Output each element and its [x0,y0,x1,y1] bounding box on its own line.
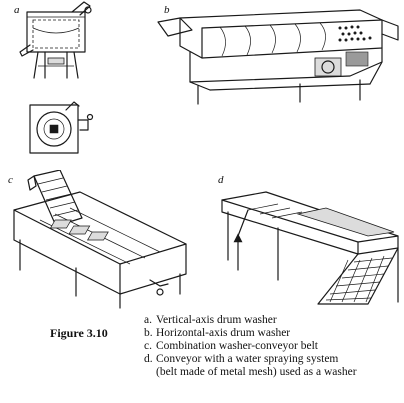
drive-wheel-icon [321,60,335,74]
drain-valve-icon [156,288,164,296]
washer-conveyor-drawing [13,170,187,309]
drum-outline [32,19,80,49]
drum-body [179,9,383,59]
caption-list: a. Vertical-axis drum washer b. Horizont… [144,314,357,379]
caption-text: Horizontal-axis drum washer [156,327,291,339]
caption-item-a: a. Vertical-axis drum washer [144,314,357,327]
caption-text: Vertical-axis drum washer [156,314,277,326]
motor-box [47,57,65,65]
caption-letter: a. [144,314,152,326]
caption-text: Conveyor with a water spraying system [156,353,339,365]
spray-conveyor-drawing [221,191,399,305]
water-tank [189,47,383,83]
gear-box [345,51,369,67]
inclined-conveyor [33,170,83,227]
top-view-tank [29,104,79,154]
drum-perforations [338,25,372,42]
panel-d-spray-conveyor: d [208,170,404,310]
panel-b-label: b [164,4,170,16]
washer-tank [26,11,86,53]
caption-letter: b. [144,327,153,339]
spray-hood [296,207,395,237]
infeed-chute [157,17,193,37]
motor-housing [314,57,342,77]
caption-text-continued: (belt made of metal mesh) used as a wash… [156,366,357,378]
figure-title: Figure 3.10 [50,326,108,340]
figure-caption: Figure 3.10 a. Vertical-axis drum washer… [0,314,404,403]
caption-text: Combination washer-conveyor belt [156,340,319,352]
panel-a-vertical-drum-washer: a [0,0,110,160]
crank-icon [84,6,92,14]
caption-item-d: d. Conveyor with a water spraying system… [144,353,357,379]
metal-mesh-belt [325,255,393,303]
caption-letter: c. [144,340,152,352]
panel-b-horizontal-drum-washer: b [150,0,404,110]
water-inlet-arrow-icon [233,233,243,243]
vertical-drum-washer-drawing [19,1,94,154]
caption-item-c: c. Combination washer-conveyor belt [144,340,357,353]
panel-a-label: a [14,4,20,16]
drum-top-view [36,111,72,147]
caption-letter: d. [144,353,153,365]
caption-item-b: b. Horizontal-axis drum washer [144,327,357,340]
horizontal-drum-washer-drawing [157,9,399,105]
panel-c-label: c [8,174,13,186]
panel-d-label: d [218,174,224,186]
panel-c-washer-conveyor: c [0,170,200,310]
